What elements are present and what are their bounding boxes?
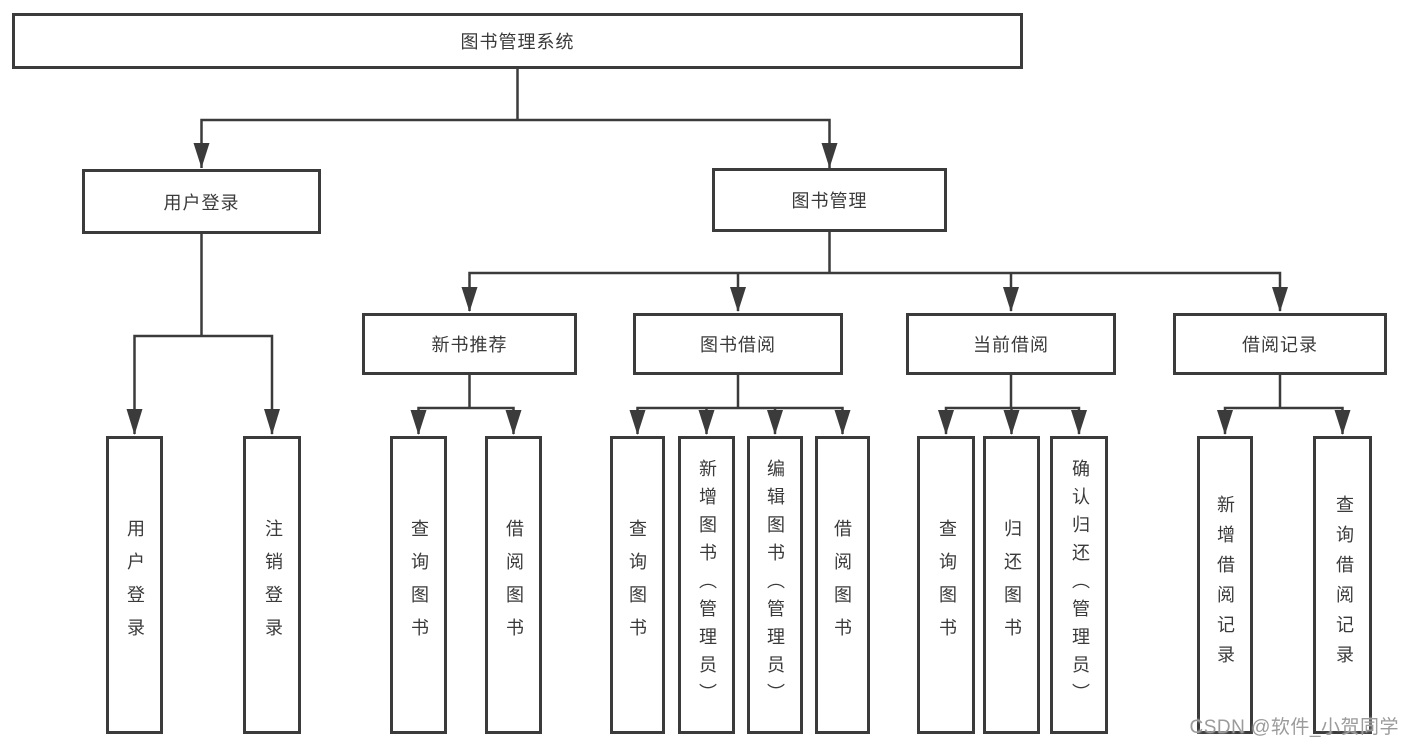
node-book-borrowing: 图书借阅: [633, 313, 843, 375]
leaf-query-borrow-record: 查询借阅记录: [1313, 436, 1372, 734]
arrowheads: [126, 143, 1351, 435]
leaf-borrow-books-newbooks: 借阅图书: [485, 436, 542, 734]
node-borrow-records: 借阅记录: [1173, 313, 1387, 375]
leaf-user-login: 用户登录: [106, 436, 163, 734]
node-new-books: 新书推荐: [362, 313, 577, 375]
leaf-return-books: 归还图书: [983, 436, 1040, 734]
node-root: 图书管理系统: [12, 13, 1023, 69]
leaf-edit-books-admin: 编辑图书（管理员）: [747, 436, 803, 734]
leaf-borrow-books-borrowing: 借阅图书: [815, 436, 870, 734]
node-user-login: 用户登录: [82, 169, 321, 234]
leaf-query-books-current: 查询图书: [917, 436, 975, 734]
node-book-management: 图书管理: [712, 168, 947, 232]
leaf-add-books-admin: 新增图书（管理员）: [678, 436, 735, 734]
node-current-borrowing: 当前借阅: [906, 313, 1116, 375]
leaf-query-books-borrowing: 查询图书: [610, 436, 665, 734]
leaf-add-borrow-record: 新增借阅记录: [1197, 436, 1253, 734]
leaf-query-books-newbooks: 查询图书: [390, 436, 447, 734]
leaf-confirm-return-admin: 确认归还（管理员）: [1050, 436, 1108, 734]
leaf-logout: 注销登录: [243, 436, 301, 734]
watermark: CSDN @软件_小贺同学: [1189, 717, 1399, 738]
